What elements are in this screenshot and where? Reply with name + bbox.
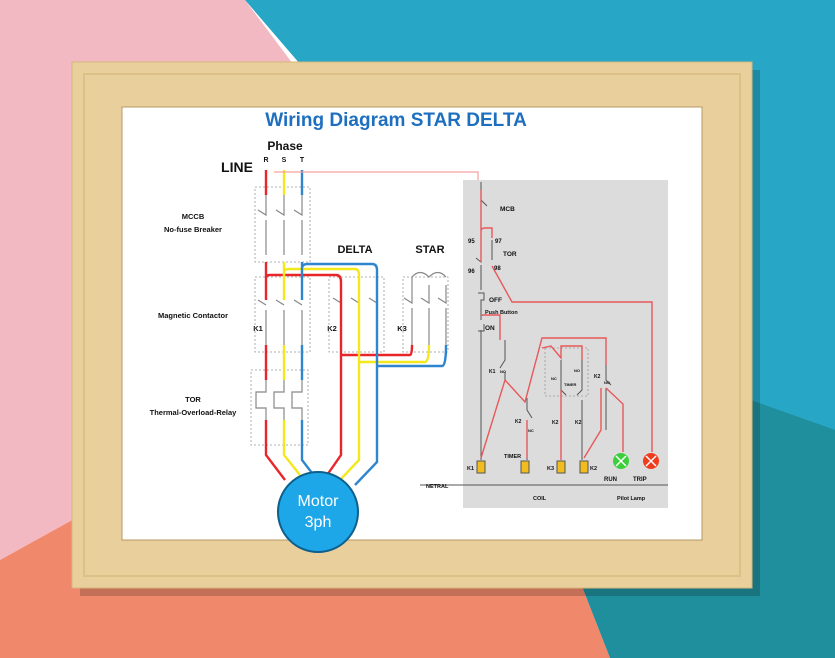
terminal-97: 97 [495,239,502,245]
motor-sub-label: 3ph [305,514,332,531]
mccb-label: MCCB [182,212,205,221]
mcb-label: MCB [500,206,515,213]
control-circuit-panel [463,180,668,508]
device-boxes [250,186,449,446]
on-button-label: ON [485,325,495,332]
coil-k2-label: K2 [590,466,597,472]
k1-label: K1 [253,324,263,333]
line-label: LINE [221,159,253,175]
coil-section-label: COIL [533,496,547,502]
coil-k2 [579,460,589,474]
terminal-95: 95 [468,239,475,245]
k2-nc-type: NC [528,428,534,433]
k2-nc-label: K2 [515,419,522,425]
phase-label: Phase [267,139,303,153]
terminal-96: 96 [468,269,475,275]
phase-s-label: S [282,157,287,164]
run-lamp-label: RUN [604,477,617,483]
coil-timer [520,460,530,474]
control-wires [480,190,653,460]
mccb-sub-label: No-fuse Breaker [164,225,222,234]
run-lamp-icon [613,453,629,469]
timer-coil-label: TIMER [504,454,521,460]
timer-no-label: NO [574,368,580,373]
timer-box [544,347,589,397]
timer-nc-label: NC [551,376,557,381]
pilot-lamp-label: Pilot Lamp [617,496,646,502]
motor-symbol [277,471,359,553]
timer-contact-label: TIMER [564,382,577,387]
trip-lamp-icon [643,453,659,469]
k1-no-type: NO [500,369,506,374]
frame-bevel [83,73,741,577]
coil-k1 [476,460,486,474]
k1-no-label: K1 [489,369,496,375]
terminal-98: 98 [494,266,501,272]
coil-k3 [556,460,566,474]
off-button-label: OFF [489,297,502,304]
star-label: STAR [415,244,444,256]
diagram-title: Wiring Diagram STAR DELTA [265,110,527,131]
phase-r-label: R [263,157,268,164]
k2-nc-label-3: K2 [575,420,582,426]
k2-no-type: NO [604,380,610,385]
tor-sub-label: Thermal-Overload-Relay [150,408,238,417]
k3-label: K3 [397,324,407,333]
push-button-label: Push Button [485,310,518,316]
k2-no-label: K2 [594,374,601,380]
coils [476,460,589,474]
tor-label: TOR [185,395,201,404]
control-labels: MCB 95 97 TOR 96 98 OFF Push Button ON K… [426,206,647,502]
neutral-label: NETRAL [426,484,449,490]
trip-lamp-label: TRIP [633,477,647,483]
coil-k1-label: K1 [467,466,474,472]
k2-nc-label-2: K2 [552,420,559,426]
motor-label: Motor [298,493,340,510]
tor-control-label: TOR [503,251,517,258]
coil-k3-label: K3 [547,466,554,472]
k2-label: K2 [327,324,337,333]
phase-t-label: T [300,157,305,164]
delta-label: DELTA [337,244,372,256]
contactor-label: Magnetic Contactor [158,311,228,320]
